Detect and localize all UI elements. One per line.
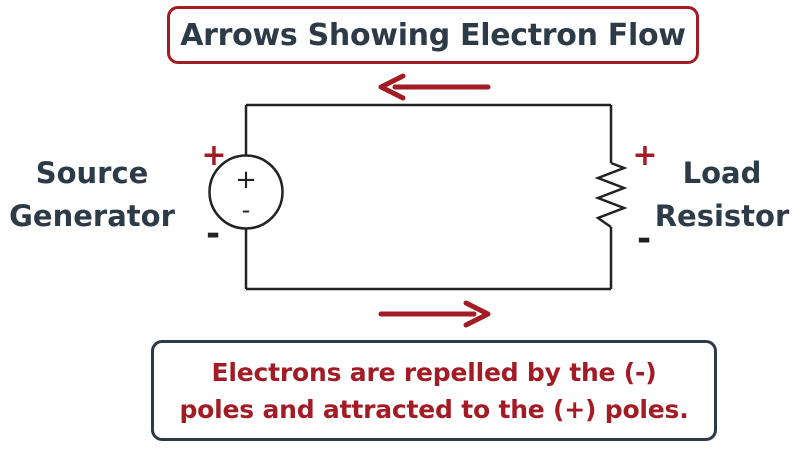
- bottom-arrow-right-icon: [378, 300, 491, 328]
- load-label-line2: Resistor: [654, 199, 790, 233]
- diagram-title: Arrows Showing Electron Flow: [180, 17, 686, 53]
- source-generator-label: Source Generator: [4, 152, 180, 238]
- source-minus-sign: -: [206, 214, 220, 254]
- source-symbol-plus: +: [235, 165, 257, 195]
- title-box: Arrows Showing Electron Flow: [167, 6, 699, 64]
- load-label-line1: Load: [682, 156, 762, 190]
- load-resistor-label: Load Resistor: [652, 152, 792, 238]
- explanation-line1: Electrons are repelled by the (-): [211, 357, 657, 387]
- load-minus-sign: -: [637, 219, 651, 259]
- resistor-icon: [594, 161, 628, 229]
- source-symbol-minus: -: [242, 196, 251, 224]
- source-label-line1: Source: [35, 156, 149, 190]
- source-plus-sign: +: [201, 138, 226, 173]
- explanation-line2: poles and attracted to the (+) poles.: [179, 394, 689, 424]
- circuit-wires: [244, 103, 613, 291]
- top-arrow-left-icon: [378, 73, 491, 101]
- explanation-box: Electrons are repelled by the (-) poles …: [151, 340, 717, 441]
- voltage-source-icon: + -: [208, 154, 284, 230]
- load-plus-sign: +: [632, 138, 657, 173]
- source-label-line2: Generator: [9, 199, 175, 233]
